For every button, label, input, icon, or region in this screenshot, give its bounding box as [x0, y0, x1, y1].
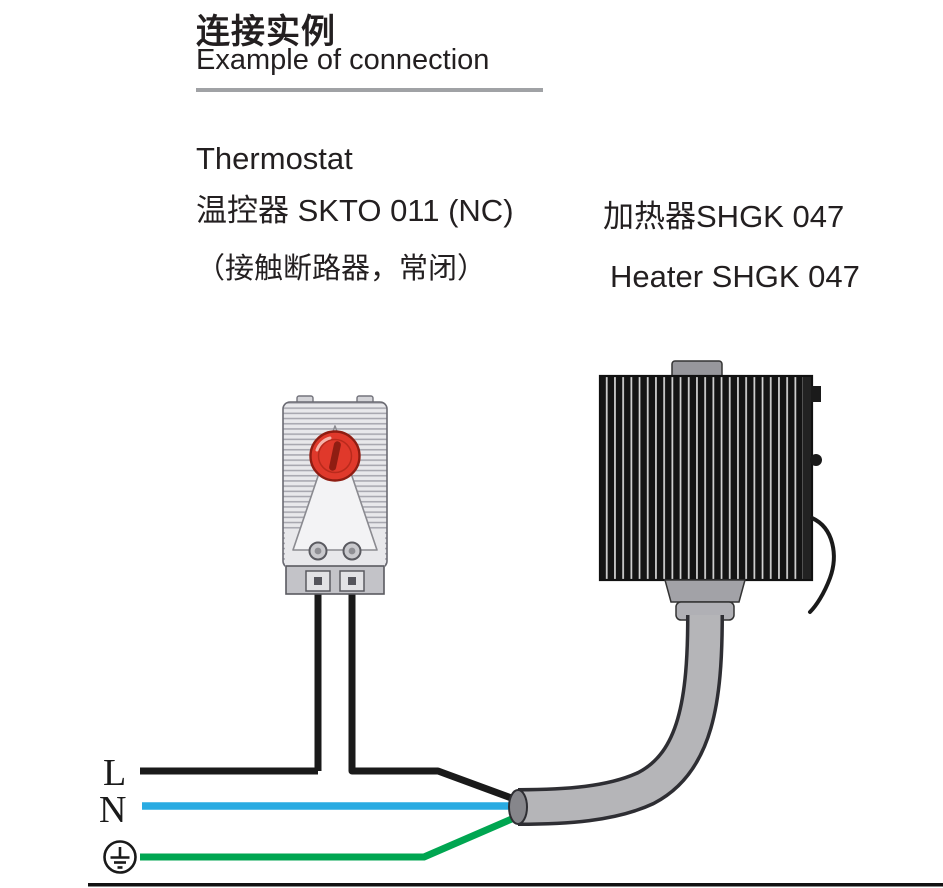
- heater-label-zh: 加热器SHGK 047: [603, 199, 845, 234]
- heater-figure: [508, 360, 836, 826]
- thermostat-terminals: [308, 541, 362, 561]
- heater-cable: [508, 614, 724, 826]
- heater-body: [598, 374, 814, 582]
- page-title-en: Example of connection: [196, 44, 490, 76]
- live-wire-right-segment: [348, 588, 516, 803]
- wire-earth: [140, 814, 516, 861]
- terminal-slot-left: [314, 577, 322, 585]
- heater-mounting-hook: [808, 516, 836, 614]
- terminal-slot-right: [348, 577, 356, 585]
- heater-side-face: [803, 377, 811, 579]
- thermostat-dial: [309, 430, 361, 482]
- thermostat-figure: [282, 395, 388, 595]
- thermostat-label-zh: 温控器 SKTO 011 (NC): [196, 193, 514, 228]
- cable-end-cap: [508, 789, 528, 825]
- title-divider: [196, 88, 543, 92]
- heater-clip-middle: [810, 454, 822, 466]
- heater-clip-top: [811, 386, 821, 402]
- thermostat-base: [285, 565, 385, 595]
- page-bottom-rule: [88, 883, 943, 887]
- dial-highlight: [315, 436, 332, 452]
- live-terminal-label: L: [103, 752, 126, 794]
- thermostat-dial-housing: [292, 425, 378, 551]
- earth-ground-icon: [103, 840, 137, 874]
- wire-line-live: [140, 588, 516, 803]
- neutral-terminal-label: N: [99, 789, 126, 831]
- cable-gland-upper: [664, 579, 746, 603]
- dial-slot: [329, 441, 341, 471]
- page-title-zh: 连接实例: [196, 13, 336, 51]
- live-wire-left-segment: [140, 588, 322, 775]
- thermostat-label-en: Thermostat: [196, 141, 353, 176]
- heater-label-en: Heater SHGK 047: [610, 259, 860, 294]
- thermostat-label-note: （接触断路器，常闭）: [196, 253, 487, 285]
